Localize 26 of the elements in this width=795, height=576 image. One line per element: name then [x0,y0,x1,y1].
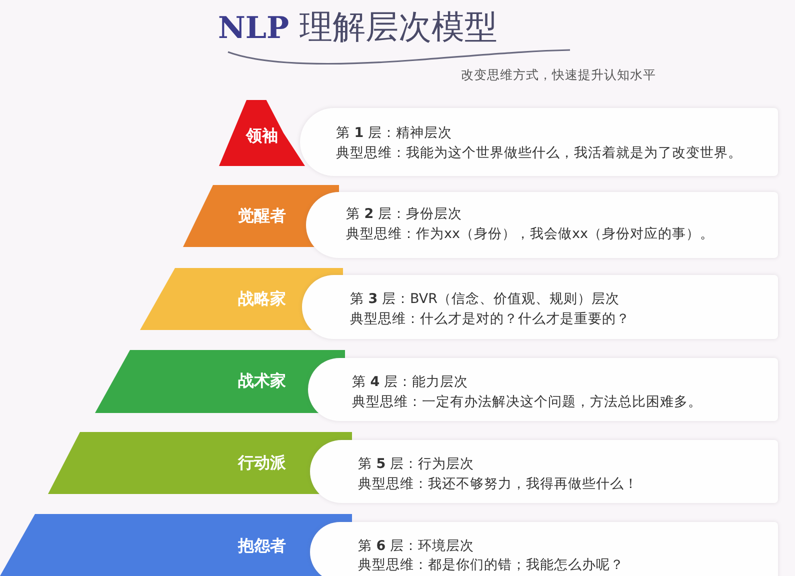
typical-thinking: 典型思维：一定有办法解决这个问题，方法总比困难多。 [352,393,702,412]
description-card [310,440,778,503]
typical-thinking: 典型思维：我还不够努力，我得再做些什么！ [358,475,638,494]
description-card [310,522,778,576]
tier-heading: 第 6 层：环境层次 [358,537,474,556]
typical-thinking: 典型思维：什么才是对的？什么才是重要的？ [350,310,630,329]
tier-heading: 第 3 层：BVR（信念、价值观、规则）层次 [350,290,620,309]
title: NLP 理解层次模型 [218,7,498,48]
description-card [308,358,778,421]
description-card [306,192,778,258]
tier-name: 觉醒者 [238,206,286,226]
tier-heading: 第 4 层：能力层次 [352,373,468,392]
tier-name: 战略家 [238,289,286,309]
tier-heading: 第 5 层：行为层次 [358,455,474,474]
tier-heading: 第 2 层：身份层次 [346,205,462,224]
subtitle: 改变思维方式，快速提升认知水平 [461,67,656,83]
tier-heading: 第 1 层：精神层次 [336,124,452,143]
typical-thinking: 典型思维：作为xx（身份），我会做xx（身份对应的事）。 [346,225,714,244]
description-card [302,275,778,339]
description-card [300,108,778,176]
tier-name: 行动派 [238,453,286,473]
tier-name: 抱怨者 [238,536,286,556]
typical-thinking: 典型思维：都是你们的错；我能怎么办呢？ [358,556,624,575]
typical-thinking: 典型思维：我能为这个世界做些什么，我活着就是为了改变世界。 [336,144,742,163]
tier-name: 战术家 [238,371,286,391]
tier-name: 领袖 [246,126,278,146]
